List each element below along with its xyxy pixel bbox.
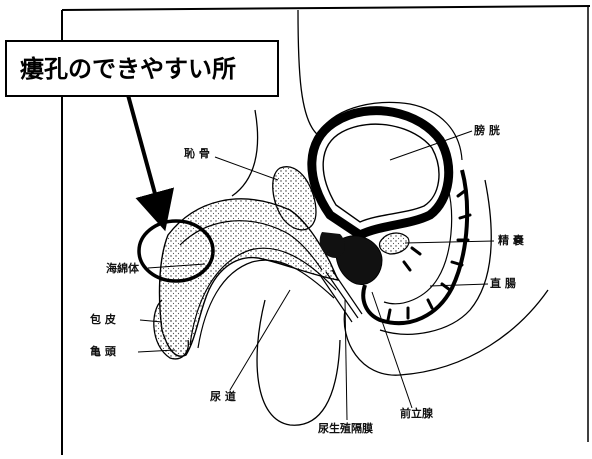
label-urogenital-diaphragm: 尿生殖隔膜 xyxy=(318,421,373,435)
label-pubic-bone: 恥 骨 xyxy=(184,146,210,160)
bladder-lumen xyxy=(323,124,439,222)
pointer-arrow xyxy=(128,95,160,212)
label-urethra: 尿 道 xyxy=(210,389,236,403)
label-glans: 亀 頭 xyxy=(90,344,117,358)
groin-outline xyxy=(232,110,258,196)
label-corpus-cavernosum: 海綿体 xyxy=(106,261,140,275)
scrotum-outline xyxy=(257,300,340,425)
label-foreskin: 包 皮 xyxy=(89,312,116,326)
seminal-vesicle xyxy=(379,233,408,254)
buttock-outline xyxy=(344,290,548,375)
abdomen-outline xyxy=(298,10,318,135)
title-text: 瘻孔のできやすい所 xyxy=(20,55,236,83)
label-rectum: 直 腸 xyxy=(490,276,516,290)
label-bladder: 膀 胱 xyxy=(473,123,500,137)
label-prostate: 前立腺 xyxy=(400,406,434,420)
label-seminal-vesicle: 精 嚢 xyxy=(498,233,525,247)
frame-top xyxy=(62,6,590,10)
